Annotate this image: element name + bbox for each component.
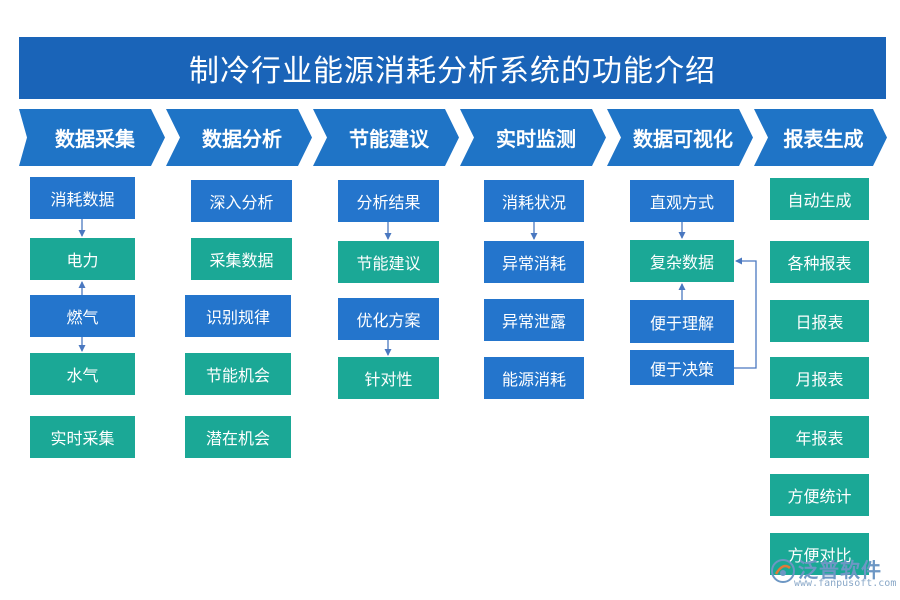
box-potential-opportunity: 潜在机会 xyxy=(185,416,291,458)
box-complex-data: 复杂数据 xyxy=(630,240,734,282)
category-visualization: 数据可视化 xyxy=(607,109,753,166)
box-daily-report: 日报表 xyxy=(770,300,869,342)
category-reports: 报表生成 xyxy=(754,109,887,166)
box-gas: 燃气 xyxy=(30,295,135,337)
box-convenient-stats: 方便统计 xyxy=(770,474,869,516)
brand-url: www.fanpusoft.com xyxy=(794,578,897,589)
box-energy-consumption: 能源消耗 xyxy=(484,357,584,399)
box-yearly-report: 年报表 xyxy=(770,416,869,458)
box-electricity: 电力 xyxy=(30,238,135,280)
box-optimization-plan: 优化方案 xyxy=(338,298,439,340)
box-easy-understand: 便于理解 xyxy=(630,300,734,343)
box-abnormal-leak: 异常泄露 xyxy=(484,299,584,341)
category-energy-saving: 节能建议 xyxy=(313,109,459,166)
category-realtime-monitor: 实时监测 xyxy=(460,109,606,166)
box-monthly-report: 月报表 xyxy=(770,357,869,399)
box-saving-opportunity: 节能机会 xyxy=(185,353,291,395)
page-title: 制冷行业能源消耗分析系统的功能介绍 xyxy=(19,37,886,99)
box-collect-data: 采集数据 xyxy=(191,238,292,280)
box-deep-analysis: 深入分析 xyxy=(191,180,292,222)
box-identify-patterns: 识别规律 xyxy=(185,295,291,337)
box-targeted: 针对性 xyxy=(338,357,439,399)
box-various-reports: 各种报表 xyxy=(770,241,869,283)
box-saving-suggestion: 节能建议 xyxy=(338,241,439,283)
box-easy-decision: 便于决策 xyxy=(630,350,734,385)
category-data-analysis: 数据分析 xyxy=(166,109,312,166)
box-consumption-status: 消耗状况 xyxy=(484,180,584,222)
box-consumption-data: 消耗数据 xyxy=(30,177,135,219)
box-analysis-result: 分析结果 xyxy=(338,180,439,222)
brand-logo-icon xyxy=(771,559,795,583)
box-intuitive-way: 直观方式 xyxy=(630,180,734,222)
box-convenient-compare: 方便对比 xyxy=(770,533,869,575)
box-auto-generate: 自动生成 xyxy=(770,178,869,220)
brand-name: 泛普软件 xyxy=(798,558,882,582)
box-water-gas: 水气 xyxy=(30,353,135,395)
box-abnormal-consumption: 异常消耗 xyxy=(484,241,584,283)
arrow-decision-to-complex xyxy=(734,257,757,369)
category-data-collection: 数据采集 xyxy=(19,109,165,166)
brand-watermark: 泛普软件 www.fanpusoft.com xyxy=(768,554,896,594)
box-realtime-collection: 实时采集 xyxy=(30,416,135,458)
